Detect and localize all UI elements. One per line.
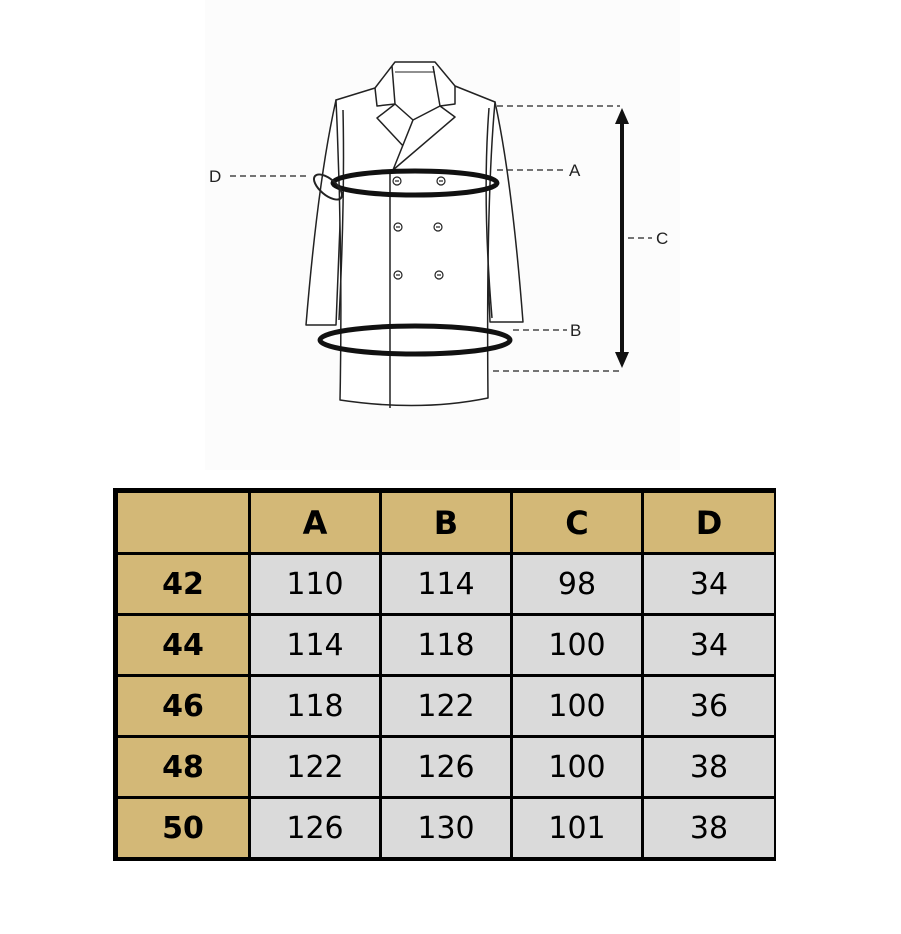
label-c: C bbox=[656, 229, 668, 248]
sleeve-measure-ring bbox=[312, 173, 344, 201]
value-b: 114 bbox=[382, 555, 510, 613]
value-c: 100 bbox=[513, 677, 641, 735]
chest-measure-ring bbox=[330, 168, 500, 198]
value-a: 110 bbox=[251, 555, 379, 613]
label-d: D bbox=[209, 167, 221, 186]
value-b: 126 bbox=[382, 738, 510, 796]
size-cell: 50 bbox=[118, 799, 248, 857]
value-b: 118 bbox=[382, 616, 510, 674]
label-a: A bbox=[569, 161, 581, 180]
value-a: 114 bbox=[251, 616, 379, 674]
coat-illustration bbox=[305, 61, 524, 408]
hem-measure-ring bbox=[317, 323, 513, 357]
value-d: 38 bbox=[644, 799, 774, 857]
value-c: 101 bbox=[513, 799, 641, 857]
size-cell: 42 bbox=[118, 555, 248, 613]
value-a: 122 bbox=[251, 738, 379, 796]
value-b: 122 bbox=[382, 677, 510, 735]
value-a: 126 bbox=[251, 799, 379, 857]
value-a: 118 bbox=[251, 677, 379, 735]
value-d: 34 bbox=[644, 555, 774, 613]
length-arrow bbox=[615, 108, 629, 368]
header-corner bbox=[118, 493, 248, 552]
value-d: 34 bbox=[644, 616, 774, 674]
header-d: D bbox=[644, 493, 774, 552]
value-d: 36 bbox=[644, 677, 774, 735]
value-c: 100 bbox=[513, 738, 641, 796]
size-cell: 44 bbox=[118, 616, 248, 674]
header-a: A bbox=[251, 493, 379, 552]
value-c: 100 bbox=[513, 616, 641, 674]
value-d: 38 bbox=[644, 738, 774, 796]
size-cell: 48 bbox=[118, 738, 248, 796]
leader-lines bbox=[230, 105, 652, 372]
size-cell: 46 bbox=[118, 677, 248, 735]
size-table: A B C D 42 110 114 98 34 44 114 118 100 … bbox=[113, 488, 776, 861]
header-c: C bbox=[513, 493, 641, 552]
label-b: B bbox=[570, 321, 581, 340]
coat-buttons bbox=[392, 176, 446, 280]
coat-measurement-diagram: D A B C bbox=[209, 61, 669, 408]
header-b: B bbox=[382, 493, 510, 552]
value-b: 130 bbox=[382, 799, 510, 857]
value-c: 98 bbox=[513, 555, 641, 613]
